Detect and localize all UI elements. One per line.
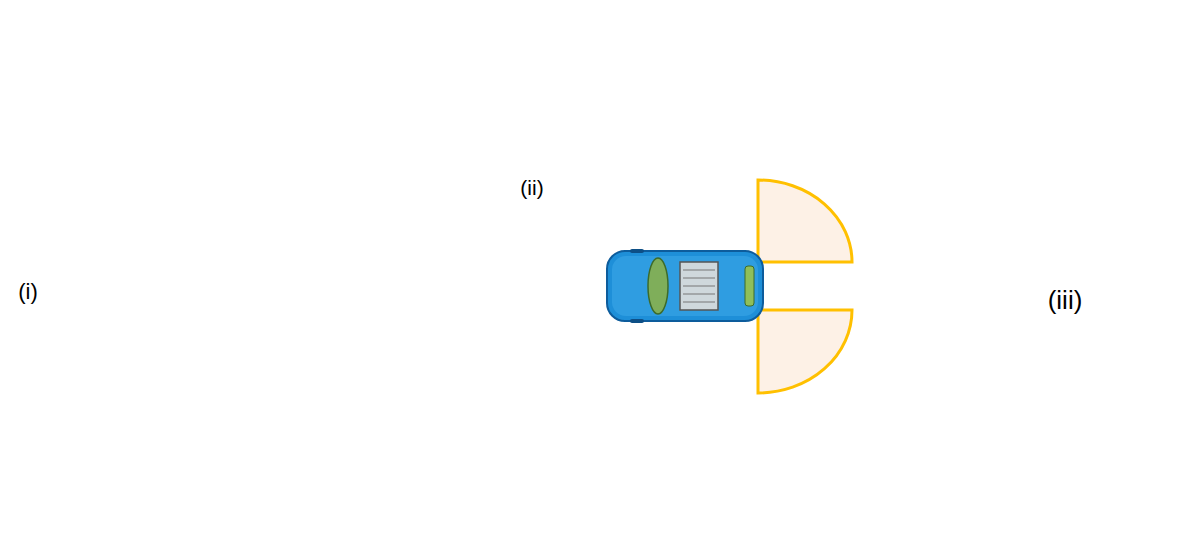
sector-outline: [5, 195, 617, 377]
zone-label: (iii): [1048, 286, 1083, 315]
mirror: [630, 319, 644, 323]
mid-range-sector: (ii): [355, 8, 675, 553]
windshield: [648, 258, 668, 314]
sector-outline: [750, 175, 1186, 387]
front-sector: (iii): [750, 175, 1186, 387]
sector-shape: [363, 15, 663, 550]
roof-panel: [680, 262, 718, 310]
zone-label: (i): [18, 280, 38, 304]
car-body: [607, 251, 763, 321]
short-range-zone: [758, 180, 852, 262]
sector-shape: [60, 204, 605, 366]
sector-outline: [355, 8, 675, 553]
car-highlight: [612, 256, 758, 316]
long-range-sector: (i): [5, 195, 617, 377]
short-range-zone: [758, 310, 852, 393]
rear-window: [745, 266, 754, 306]
zone-label: (ii): [520, 176, 543, 199]
sector-shape: [762, 183, 1180, 377]
mirror: [630, 249, 644, 253]
